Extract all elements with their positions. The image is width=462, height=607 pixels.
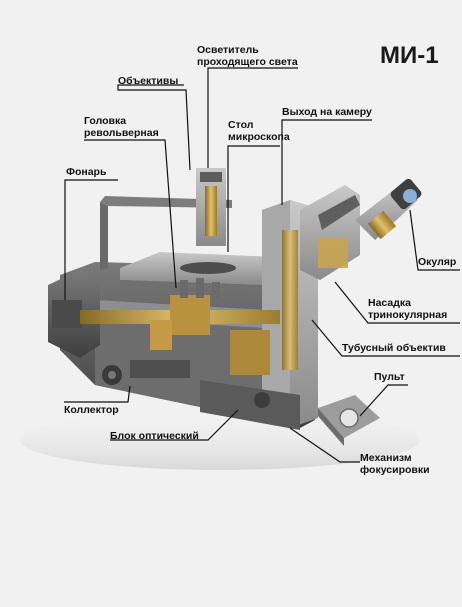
label-focus-line1: Механизм — [360, 452, 412, 464]
label-collector: Коллектор — [64, 404, 119, 416]
label-camera-output: Выход на камеру — [282, 106, 372, 118]
label-remote: Пульт — [374, 371, 405, 383]
leader-turret — [84, 139, 177, 289]
leader-camera — [281, 119, 372, 205]
label-objectives: Объективы — [118, 75, 179, 87]
label-illuminator-line2: проходящего света — [197, 56, 298, 68]
label-stage-line2: микроскопа — [228, 131, 290, 143]
leader-optical-block — [110, 409, 239, 441]
leader-objectives — [117, 84, 191, 171]
leader-illuminator — [207, 67, 298, 168]
leader-stage — [227, 145, 280, 252]
label-turret: Головка револьверная — [84, 115, 159, 139]
label-focus-mechanism: Механизм фокусировки — [360, 452, 430, 476]
label-optical-block: Блок оптический — [110, 430, 199, 442]
leader-focus — [289, 427, 360, 463]
label-trinocular: Насадка тринокулярная — [368, 297, 447, 321]
remote-knob — [339, 408, 359, 428]
leader-collector — [64, 385, 131, 403]
optical-block — [200, 380, 300, 430]
label-lamp: Фонарь — [66, 166, 107, 178]
label-turret-line1: Головка — [84, 115, 127, 127]
label-turret-line2: револьверная — [84, 127, 159, 139]
leader-tube-lens — [311, 319, 460, 357]
label-focus-line2: фокусировки — [360, 464, 430, 476]
label-illuminator-line1: Осветитель — [197, 44, 259, 56]
leader-lines — [64, 67, 460, 463]
leader-remote — [359, 384, 408, 417]
leader-trinocular — [334, 281, 460, 324]
label-stage-line1: Стол — [228, 119, 254, 131]
label-trinocular-line2: тринокулярная — [368, 309, 448, 321]
label-tube-lens: Тубусный объектив — [342, 342, 446, 354]
objective-turret — [170, 295, 210, 335]
model-title: МИ-1 — [380, 42, 439, 69]
label-stage: Стол микроскопа — [228, 119, 290, 143]
label-illuminator: Осветитель проходящего света — [197, 44, 298, 68]
floor-shadow — [20, 410, 420, 470]
label-eyepiece: Окуляр — [418, 256, 457, 268]
lamp-window — [52, 300, 82, 328]
leader-lamp — [64, 179, 118, 300]
illuminator-arm-post — [100, 202, 108, 270]
label-trinocular-line1: Насадка — [368, 297, 411, 309]
stage-opening — [180, 262, 236, 274]
leader-eyepiece — [409, 209, 460, 271]
eyepiece-lens — [403, 189, 417, 203]
